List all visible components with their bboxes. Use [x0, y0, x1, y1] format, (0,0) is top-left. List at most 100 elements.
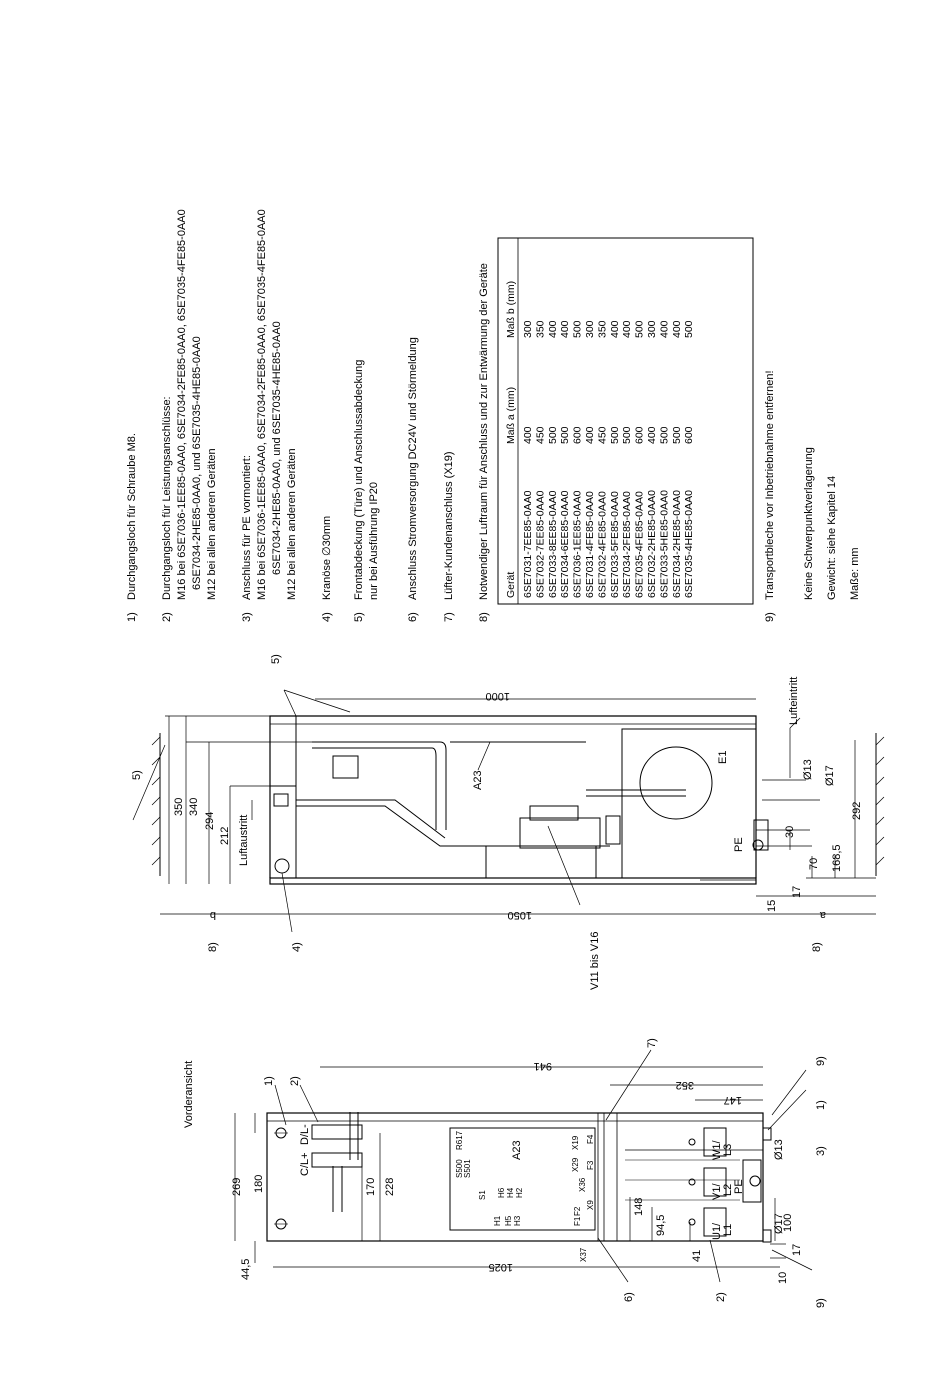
fcallout-2-a: 2) — [289, 1076, 301, 1086]
label-x29: X29 — [571, 1157, 580, 1172]
label-f2: F2 — [573, 1206, 582, 1216]
label-l2: L2 — [722, 1184, 734, 1196]
note-8-text: Notwendiger Luftraum für Anschluss und z… — [478, 263, 490, 600]
table-header-cell: Maß b (mm) — [505, 281, 517, 338]
label-f1: F1 — [573, 1216, 582, 1226]
table-cell: 500 — [572, 320, 584, 338]
fdim-941: 941 — [534, 1060, 552, 1072]
front-dimension-lines — [234, 1066, 786, 1268]
callout-5-a: 5) — [270, 654, 282, 664]
fcallout-7: 7) — [646, 1038, 658, 1048]
front-view — [234, 1049, 813, 1283]
note-6-text: Anschluss Stromversorgung DC24V und Stör… — [407, 337, 419, 600]
dim-17: 17 — [791, 886, 803, 898]
note-9-num: 9) — [764, 612, 776, 622]
table-cell: 600 — [683, 426, 695, 444]
fcallout-2-b: 2) — [715, 1292, 727, 1302]
note-7-text: Lüfter-Kundenanschluss (X19) — [443, 451, 455, 600]
dim-168-5: 168,5 — [831, 844, 843, 872]
table-cell: 400 — [671, 320, 683, 338]
dim-350: 350 — [173, 798, 185, 816]
table-cell: 450 — [596, 426, 608, 444]
note-8-num: 8) — [478, 612, 490, 622]
table-cell: 400 — [522, 426, 534, 444]
label-l3: L3 — [722, 1144, 734, 1156]
label-cl-plus: C/L+ — [299, 1152, 311, 1176]
label-h6: H6 — [497, 1187, 506, 1198]
label-h4: H4 — [506, 1187, 515, 1198]
note-7-num: 7) — [443, 612, 455, 622]
label-e1: E1 — [717, 751, 729, 764]
table-cell: 6SE7031-7EE85-0AA0 — [522, 490, 534, 598]
table-cell: 6SE7032-4FE85-0AA0 — [596, 491, 608, 598]
front-view-title: Vorderansicht — [183, 1061, 195, 1128]
dim-a: a — [819, 909, 826, 921]
label-f4: F4 — [586, 1134, 595, 1144]
note-4-text: Kranöse ∅30mm — [321, 516, 333, 600]
label-v1: V1/ — [711, 1183, 723, 1200]
table-cell: 400 — [658, 320, 670, 338]
fdim-170: 170 — [365, 1178, 377, 1196]
fdim-1025: 1025 — [489, 1261, 513, 1273]
fcallout-1-a: 1) — [263, 1076, 275, 1086]
note-4-num: 4) — [321, 612, 333, 622]
fdim-10: 10 — [777, 1272, 789, 1284]
fdim-41: 41 — [691, 1250, 703, 1262]
note-2-l4: M12 bei allen anderen Geräten — [206, 448, 218, 600]
fdim-352: 352 — [676, 1079, 694, 1091]
label-x9: X9 — [586, 1200, 595, 1210]
fdim-148: 148 — [633, 1198, 645, 1216]
label-d13-front: Ø13 — [773, 1139, 785, 1160]
dim-212: 212 — [219, 827, 231, 845]
table-cell: 6SE7031-4FE85-0AA0 — [584, 491, 596, 598]
table-cell: 300 — [522, 320, 534, 338]
table-cell: 500 — [547, 426, 559, 444]
fdim-44-5: 44,5 — [240, 1259, 252, 1280]
table-cell: 350 — [534, 320, 546, 338]
fcallout-9-a: 9) — [815, 1056, 827, 1066]
label-h3: H3 — [513, 1215, 522, 1226]
table-cell: 6SE7032-2HE85-0AA0 — [646, 490, 658, 598]
dim-294: 294 — [204, 812, 216, 830]
dim-1000: 1000 — [486, 690, 510, 702]
table-cell: 6SE7036-1EE85-0AA0 — [572, 490, 584, 598]
label-h1: H1 — [493, 1215, 502, 1226]
fcallout-6: 6) — [623, 1292, 635, 1302]
label-s1: S1 — [478, 1190, 487, 1200]
fdim-147: 147 — [724, 1094, 742, 1106]
label-r617: R617 — [455, 1130, 464, 1150]
label-x19: X19 — [571, 1135, 580, 1150]
dim-340: 340 — [188, 798, 200, 816]
dim-1050: 1050 — [508, 909, 532, 921]
table-cell: 300 — [584, 320, 596, 338]
label-a23-front: A23 — [511, 1140, 523, 1160]
table-cell: 6SE7033-5FE85-0AA0 — [609, 491, 621, 598]
table-cell: 6SE7034-6EE85-0AA0 — [559, 490, 571, 598]
table-cell: 400 — [559, 320, 571, 338]
label-d13-side: Ø13 — [802, 759, 814, 780]
table-cell: 500 — [683, 320, 695, 338]
table-cell: 500 — [609, 426, 621, 444]
fcallout-1-b: 1) — [815, 1100, 827, 1110]
note-2-l3: 6SE7034-2HE85-0AA0, und 6SE7035-4HE85-0A… — [191, 336, 203, 590]
table-cell: 500 — [621, 426, 633, 444]
front-view-text: Vorderansicht 44,5 269 180 1025 170 228 … — [183, 1038, 827, 1308]
note-3-l3: 6SE7034-2HE85-0AA0, und 6SE7035-4HE85-0A… — [271, 321, 283, 575]
label-v11-v16: V11 bis V16 — [589, 931, 601, 990]
table-cell: 400 — [609, 320, 621, 338]
fdim-17: 17 — [791, 1244, 803, 1256]
table-cell: 6SE7035-4HE85-0AA0 — [683, 490, 695, 598]
note-5-num: 5) — [353, 612, 365, 622]
dim-15: 15 — [766, 900, 778, 912]
table-cell: 6SE7035-4FE85-0AA0 — [634, 491, 646, 598]
table-cell: 6SE7034-2FE85-0AA0 — [621, 491, 633, 598]
table-cell: 500 — [658, 426, 670, 444]
table-cell: 6SE7033-8EE85-0AA0 — [547, 490, 559, 598]
wall-hatch-left — [151, 736, 161, 866]
table-cell: 400 — [584, 426, 596, 444]
note-2-l1: Durchgangsloch für Leistungsanschlüsse: — [161, 396, 173, 600]
extra-note-1: Keine Schwerpunktverlagerung — [803, 447, 815, 600]
table-cell: 500 — [634, 320, 646, 338]
